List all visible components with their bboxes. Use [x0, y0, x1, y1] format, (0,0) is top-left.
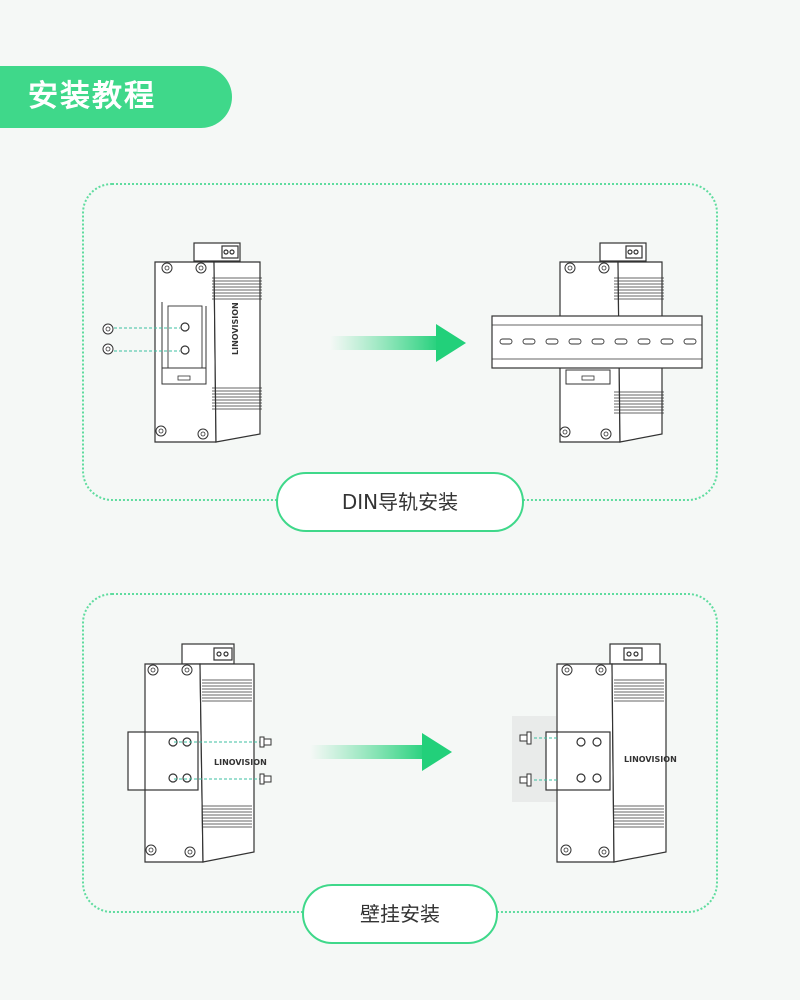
- din-rail: [491, 315, 703, 369]
- wall-mounted-screws: [519, 731, 558, 787]
- device-brand-label: LINOVISION: [214, 758, 267, 767]
- page-title: 安装教程: [0, 66, 232, 128]
- wall-screws: [174, 736, 272, 785]
- din-screws: [102, 323, 180, 355]
- device-din-before: [154, 242, 263, 443]
- device-brand-label: LINOVISION: [231, 302, 240, 355]
- device-brand-label: LINOVISION: [624, 755, 677, 764]
- din-rail-label: DIN导轨安装: [276, 472, 524, 532]
- step-arrow-icon: [330, 324, 466, 362]
- wall-mount-label: 壁挂安装: [302, 884, 498, 944]
- device-wall-mounted: [545, 643, 667, 863]
- device-wall-before: [127, 643, 255, 863]
- step-arrow-icon: [310, 733, 452, 771]
